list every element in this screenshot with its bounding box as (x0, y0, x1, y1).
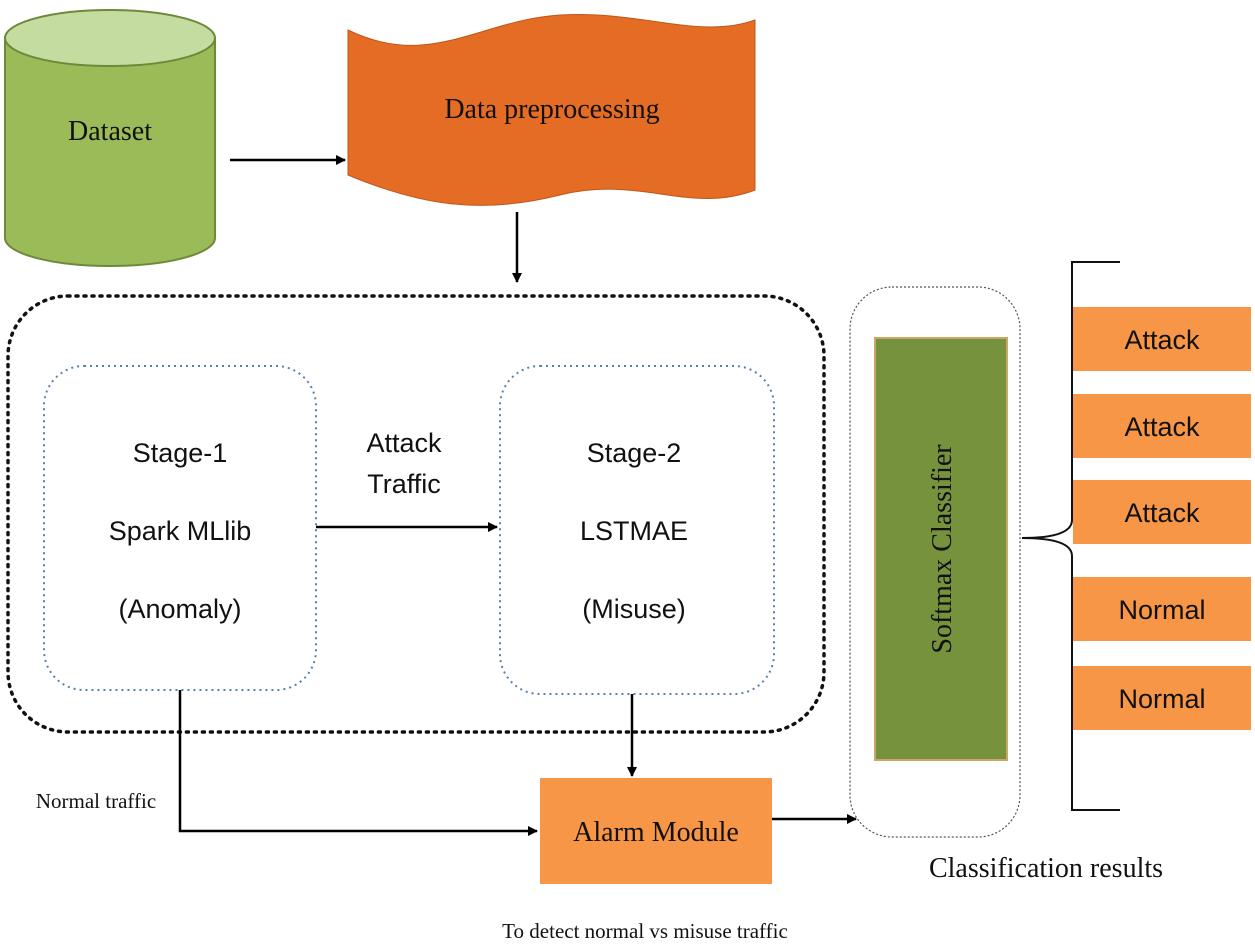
result-label-4: Normal (1118, 595, 1205, 625)
footer-caption: To detect normal vs misuse traffic (502, 919, 788, 943)
preprocessing-shape (347, 13, 756, 206)
dataset-cylinder-top (4, 9, 216, 67)
softmax-node: Softmax Classifier (874, 337, 1008, 761)
stage2-type: (Misuse) (582, 594, 686, 624)
preprocessing-label: Data preprocessing (444, 94, 659, 125)
alarm-box (540, 778, 772, 884)
stage1-method: Spark MLlib (109, 516, 252, 546)
result-label-5: Normal (1118, 684, 1205, 714)
classification-results-caption: Classification results (929, 853, 1163, 884)
dataset-node: Dataset (4, 9, 216, 267)
result-box-2 (1073, 394, 1251, 458)
dataset-label: Dataset (68, 116, 152, 147)
stage2-method: LSTMAE (580, 516, 688, 546)
stage2-title: Stage-2 (587, 438, 682, 468)
result-box-5 (1073, 666, 1251, 730)
results-list: Attack Attack Attack Normal Normal (1073, 307, 1251, 730)
result-label-3: Attack (1124, 498, 1200, 528)
arrow-stage1-to-alarm (178, 690, 538, 836)
dataset-cylinder-body (4, 37, 216, 267)
result-box-1 (1073, 307, 1251, 371)
attack-traffic-label-line1: Attack (366, 428, 442, 458)
alarm-label: Alarm Module (573, 817, 739, 848)
alarm-node: Alarm Module (540, 778, 772, 884)
stage1-type: (Anomaly) (118, 594, 241, 624)
stage2-node: Stage-2 LSTMAE (Misuse) (499, 365, 775, 695)
stage1-title: Stage-1 (133, 438, 228, 468)
stage1-node: Stage-1 Spark MLlib (Anomaly) (43, 365, 317, 691)
result-label-1: Attack (1124, 325, 1200, 355)
normal-traffic-label: Normal traffic (36, 789, 156, 813)
softmax-label: Softmax Classifier (927, 444, 958, 654)
stage1-box (43, 365, 317, 691)
softmax-container (849, 286, 1021, 838)
preprocessing-node: Data preprocessing (347, 13, 756, 206)
result-label-2: Attack (1124, 412, 1200, 442)
stage2-box (499, 365, 775, 695)
softmax-box (874, 337, 1008, 761)
result-box-4 (1073, 577, 1251, 641)
attack-traffic-label-line2: Traffic (367, 469, 441, 499)
result-box-3 (1073, 480, 1251, 544)
results-brace (1021, 261, 1120, 811)
